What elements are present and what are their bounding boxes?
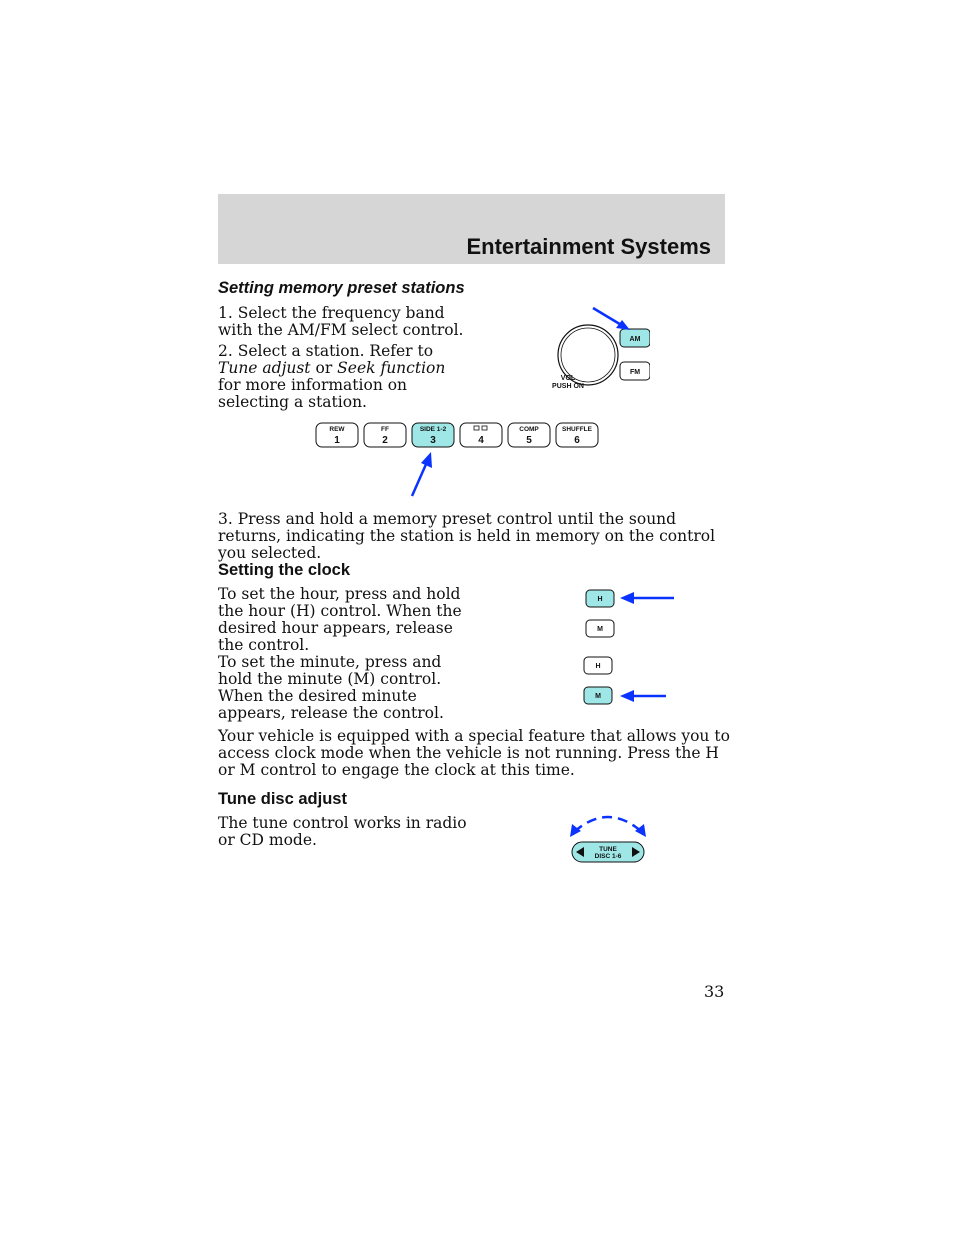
m-label: M	[595, 693, 601, 700]
am-arrow-head	[616, 320, 630, 330]
presets-step3: 3. Press and hold a memory preset contro…	[218, 510, 716, 562]
am-label: AM	[630, 336, 641, 343]
am-button	[619, 328, 650, 348]
presets-heading: Setting memory preset stations	[218, 279, 465, 297]
tune-button	[571, 841, 645, 863]
h-button	[585, 589, 615, 608]
svg-text:3: 3	[430, 435, 436, 446]
step2-suffix: for more information on selecting a stat…	[218, 376, 408, 411]
preset-1: REW 1	[315, 422, 359, 448]
volume-knob-ring	[560, 327, 616, 383]
tune-para1: The tune control works in radio or CD mo…	[218, 814, 467, 849]
m-button	[583, 686, 613, 705]
svg-text:2: 2	[382, 435, 388, 446]
svg-text:5: 5	[526, 435, 532, 446]
m-label: M	[597, 626, 603, 633]
tune-left-triangle	[576, 847, 584, 857]
preset-4: 4	[459, 422, 503, 448]
svg-text:COMP: COMP	[519, 426, 539, 433]
preset-arrow-line	[410, 461, 429, 497]
tune-heading: Tune disc adjust	[218, 790, 347, 808]
volume-knob	[557, 324, 619, 386]
clock-para3: Your vehicle is equipped with a special …	[218, 727, 730, 779]
presets-step2: 2. Select a station. Refer to Tune adjus…	[218, 343, 468, 411]
tune-right-triangle	[632, 847, 640, 857]
step2-or: or	[315, 359, 333, 377]
seek-function-reference: Seek function	[337, 359, 446, 377]
page-title: Entertainment Systems	[466, 234, 711, 259]
fm-button	[619, 361, 650, 381]
vol-label-1: VOL	[561, 375, 576, 382]
preset-5: COMP 5	[507, 422, 551, 448]
preset-3: SIDE 1-2 3	[411, 422, 455, 448]
presets-step1: 1. Select the frequency band with the AM…	[218, 304, 464, 339]
preset-6: SHUFFLE 6	[555, 422, 599, 448]
tune-arrow-right	[635, 824, 646, 837]
svg-text:1: 1	[334, 435, 340, 446]
tune-disc-diagram: TUNE DISC 1-6	[570, 815, 646, 863]
vol-label-2: PUSH ON	[552, 383, 584, 390]
m-arrow-head	[620, 690, 634, 702]
tune-label-1: TUNE	[599, 846, 617, 853]
svg-text:SHUFFLE: SHUFFLE	[562, 426, 593, 433]
h-arrow-head	[620, 592, 634, 604]
page-number: 33	[704, 982, 725, 1001]
radio-controls-diagram: VOL PUSH ON AM FM REW 1 FF 2 SIDE 1-2 3 …	[315, 306, 650, 497]
h-label: H	[597, 596, 602, 603]
fm-label: FM	[630, 369, 640, 376]
header-band: Entertainment Systems	[218, 194, 725, 264]
svg-text:6: 6	[574, 435, 580, 446]
step2-prefix: 2. Select a station. Refer to	[218, 342, 434, 360]
clock-minute-diagram: H M	[583, 656, 666, 705]
svg-text:FF: FF	[381, 426, 389, 433]
h-button	[583, 656, 613, 675]
clock-heading: Setting the clock	[218, 561, 351, 579]
dolby-icon-left	[473, 425, 480, 431]
clock-para2: To set the minute, press and hold the mi…	[218, 653, 444, 722]
svg-text:REW: REW	[329, 426, 345, 433]
preset-arrow-head	[421, 452, 432, 468]
tune-adjust-reference: Tune adjust	[218, 359, 311, 377]
tune-arrow-left	[570, 824, 581, 837]
svg-text:SIDE 1-2: SIDE 1-2	[420, 426, 447, 433]
preset-2: FF 2	[363, 422, 407, 448]
tune-label-2: DISC 1-6	[595, 853, 622, 860]
tune-arc	[573, 815, 643, 833]
am-arrow-line	[592, 306, 624, 328]
dolby-icon-right	[481, 425, 488, 431]
svg-text:4: 4	[478, 435, 484, 446]
clock-para1: To set the hour, press and hold the hour…	[218, 585, 462, 654]
h-label: H	[595, 663, 600, 670]
m-button	[585, 619, 615, 638]
clock-hour-diagram: H M	[585, 589, 674, 638]
